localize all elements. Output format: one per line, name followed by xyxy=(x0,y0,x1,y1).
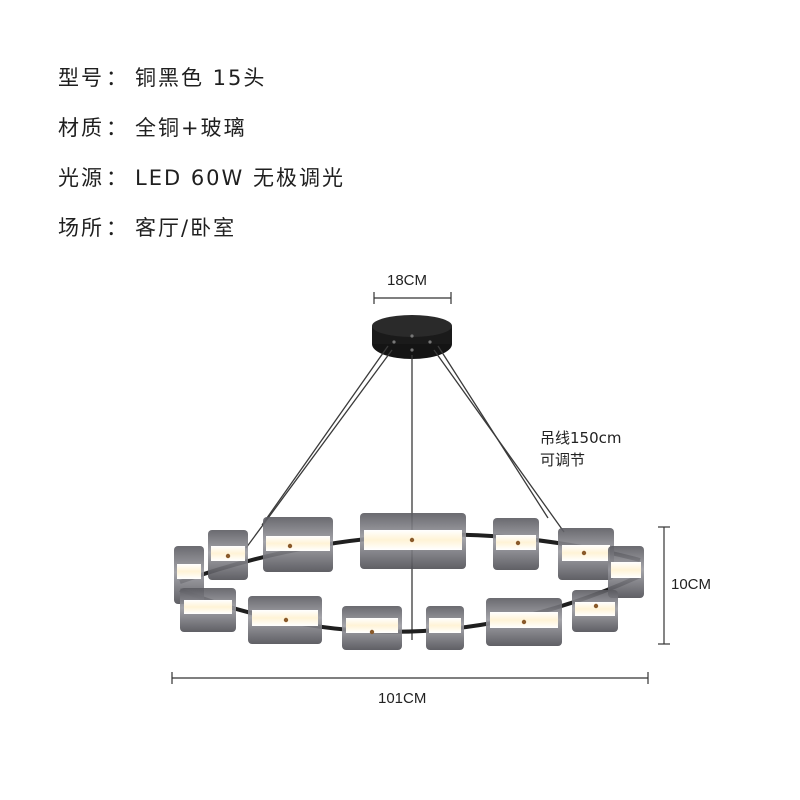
spec-separator: ： xyxy=(106,166,129,190)
glass-shade xyxy=(493,518,539,570)
glass-shade xyxy=(608,546,644,598)
spec-label: 材质 xyxy=(58,116,104,140)
spec-value: 铜黑色 15头 xyxy=(135,66,267,90)
cable-length-line1: 吊线150cm xyxy=(540,429,622,447)
spec-label: 光源 xyxy=(58,166,104,190)
ring-height-label: 10CM xyxy=(671,576,712,593)
cable-length-line2: 可调节 xyxy=(540,451,586,469)
glass-shade xyxy=(263,517,333,572)
spec-separator: ： xyxy=(106,216,129,240)
spec-separator: ： xyxy=(106,66,129,90)
ceiling-canopy xyxy=(372,315,452,359)
spec-label: 场所 xyxy=(58,216,104,240)
glass-shade xyxy=(180,588,236,632)
glass-shade xyxy=(558,528,614,580)
spec-row-material: 材质：全铜+玻璃 xyxy=(58,102,345,152)
spec-label: 型号 xyxy=(58,66,104,90)
glass-shade xyxy=(426,606,464,650)
glass-shade xyxy=(572,590,618,632)
spec-value: 全铜+玻璃 xyxy=(135,116,247,140)
spec-list: 型号：铜黑色 15头 材质：全铜+玻璃 光源：LED 60W 无极调光 场所：客… xyxy=(58,52,345,252)
spec-value: 客厅/卧室 xyxy=(135,216,237,240)
cable-length-note: 吊线150cm 可调节 xyxy=(540,427,622,471)
glass-shade xyxy=(342,606,402,650)
ring-connectors xyxy=(225,537,599,635)
spec-separator: ： xyxy=(106,116,129,140)
ring-diameter-label: 101CM xyxy=(378,690,427,707)
glass-shades xyxy=(174,513,644,650)
dimension-line-right xyxy=(658,526,670,645)
dimension-line-bottom xyxy=(171,672,649,684)
dimension-line-top xyxy=(373,292,452,304)
spec-row-location: 场所：客厅/卧室 xyxy=(58,202,345,252)
spec-row-light-source: 光源：LED 60W 无极调光 xyxy=(58,152,345,202)
canopy-diameter-label: 18CM xyxy=(387,272,428,289)
spec-value: LED 60W 无极调光 xyxy=(135,166,345,190)
spec-row-model: 型号：铜黑色 15头 xyxy=(58,52,345,102)
suspension-cables xyxy=(245,345,565,640)
